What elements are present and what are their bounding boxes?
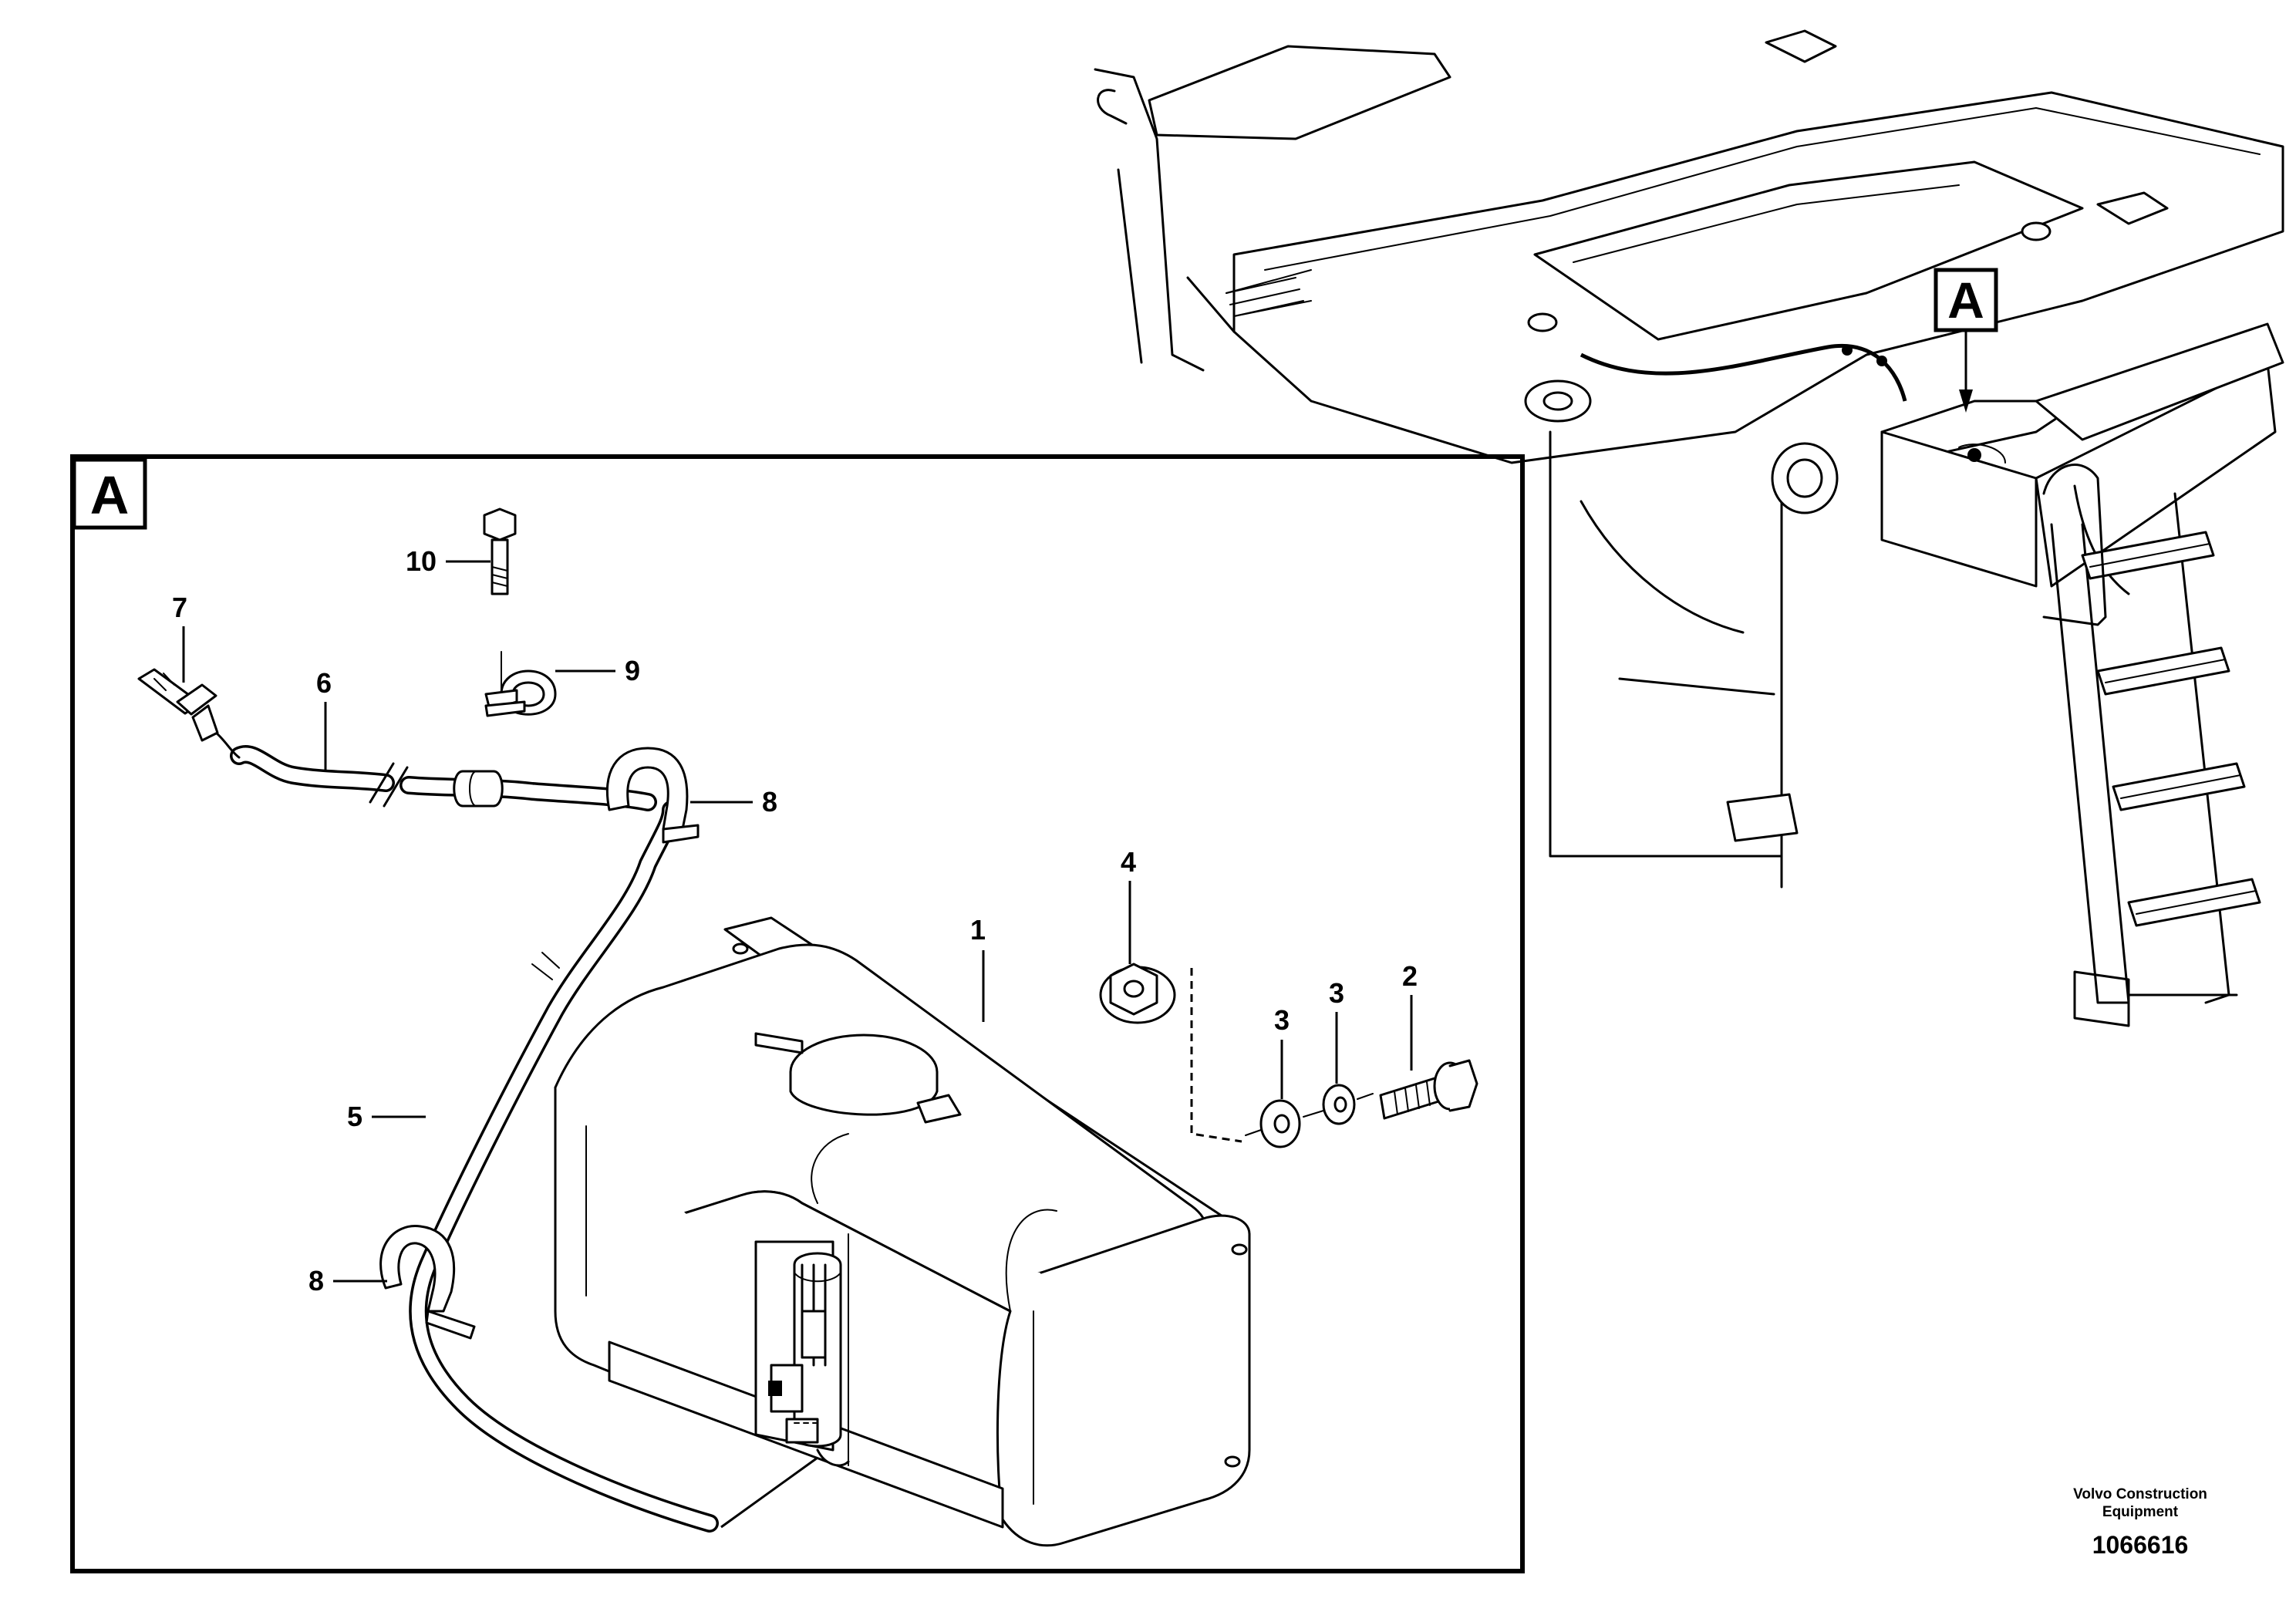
callout-label-10: 10 bbox=[406, 545, 437, 577]
washer-nozzle bbox=[137, 668, 219, 742]
callout-3a: 3 bbox=[1274, 1004, 1290, 1099]
footer-brand-line1: Volvo Construction bbox=[2073, 1486, 2207, 1502]
cushion-clamp bbox=[484, 651, 557, 717]
overview-detail-callout: A bbox=[1934, 268, 1998, 413]
callout-9: 9 bbox=[555, 655, 640, 686]
washer-hose-assembly bbox=[214, 731, 818, 1533]
callout-4: 4 bbox=[1121, 846, 1136, 964]
callout-8b: 8 bbox=[308, 1265, 387, 1297]
callout-label-1: 1 bbox=[970, 914, 986, 946]
callout-1: 1 bbox=[970, 914, 986, 1022]
callout-label-3a: 3 bbox=[1274, 1004, 1290, 1036]
callout-5: 5 bbox=[347, 1101, 426, 1132]
flange-nut bbox=[1099, 963, 1242, 1143]
callout-6: 6 bbox=[316, 667, 332, 771]
callout-label-8b: 8 bbox=[308, 1265, 324, 1297]
washer-outer bbox=[1259, 1099, 1301, 1148]
footer-block: Volvo Construction Equipment 1066616 bbox=[2073, 1486, 2207, 1559]
flange-bolt bbox=[1379, 1059, 1478, 1120]
detail-a-letter: A bbox=[90, 465, 130, 525]
callout-label-2: 2 bbox=[1402, 960, 1418, 992]
callout-7: 7 bbox=[172, 592, 187, 683]
callout-label-9: 9 bbox=[625, 655, 640, 686]
washer-inner bbox=[1322, 1084, 1356, 1125]
footer-brand-line2: Equipment bbox=[2102, 1504, 2179, 1520]
callout-3b: 3 bbox=[1329, 977, 1344, 1084]
detail-a-frame: A bbox=[70, 454, 1525, 1573]
callout-label-6: 6 bbox=[316, 667, 332, 699]
callout-8a: 8 bbox=[690, 786, 777, 818]
callout-label-4: 4 bbox=[1121, 846, 1136, 878]
hose-clamp-upper bbox=[605, 747, 700, 844]
overview-detail-letter: A bbox=[1947, 271, 1984, 329]
callout-label-7: 7 bbox=[172, 592, 187, 623]
assembly-axis bbox=[1245, 1093, 1374, 1136]
callout-label-5: 5 bbox=[347, 1101, 362, 1132]
callout-label-8a: 8 bbox=[762, 786, 777, 818]
footer-drawing-number: 1066616 bbox=[2092, 1531, 2189, 1559]
callout-10: 10 bbox=[406, 545, 491, 577]
hex-screw bbox=[483, 508, 517, 595]
washer-reservoir bbox=[554, 916, 1251, 1547]
callout-label-3b: 3 bbox=[1329, 977, 1344, 1009]
callout-2: 2 bbox=[1402, 960, 1418, 1071]
machine-frame-overview bbox=[1094, 29, 2284, 1027]
hose-clamp-lower bbox=[379, 1225, 476, 1340]
